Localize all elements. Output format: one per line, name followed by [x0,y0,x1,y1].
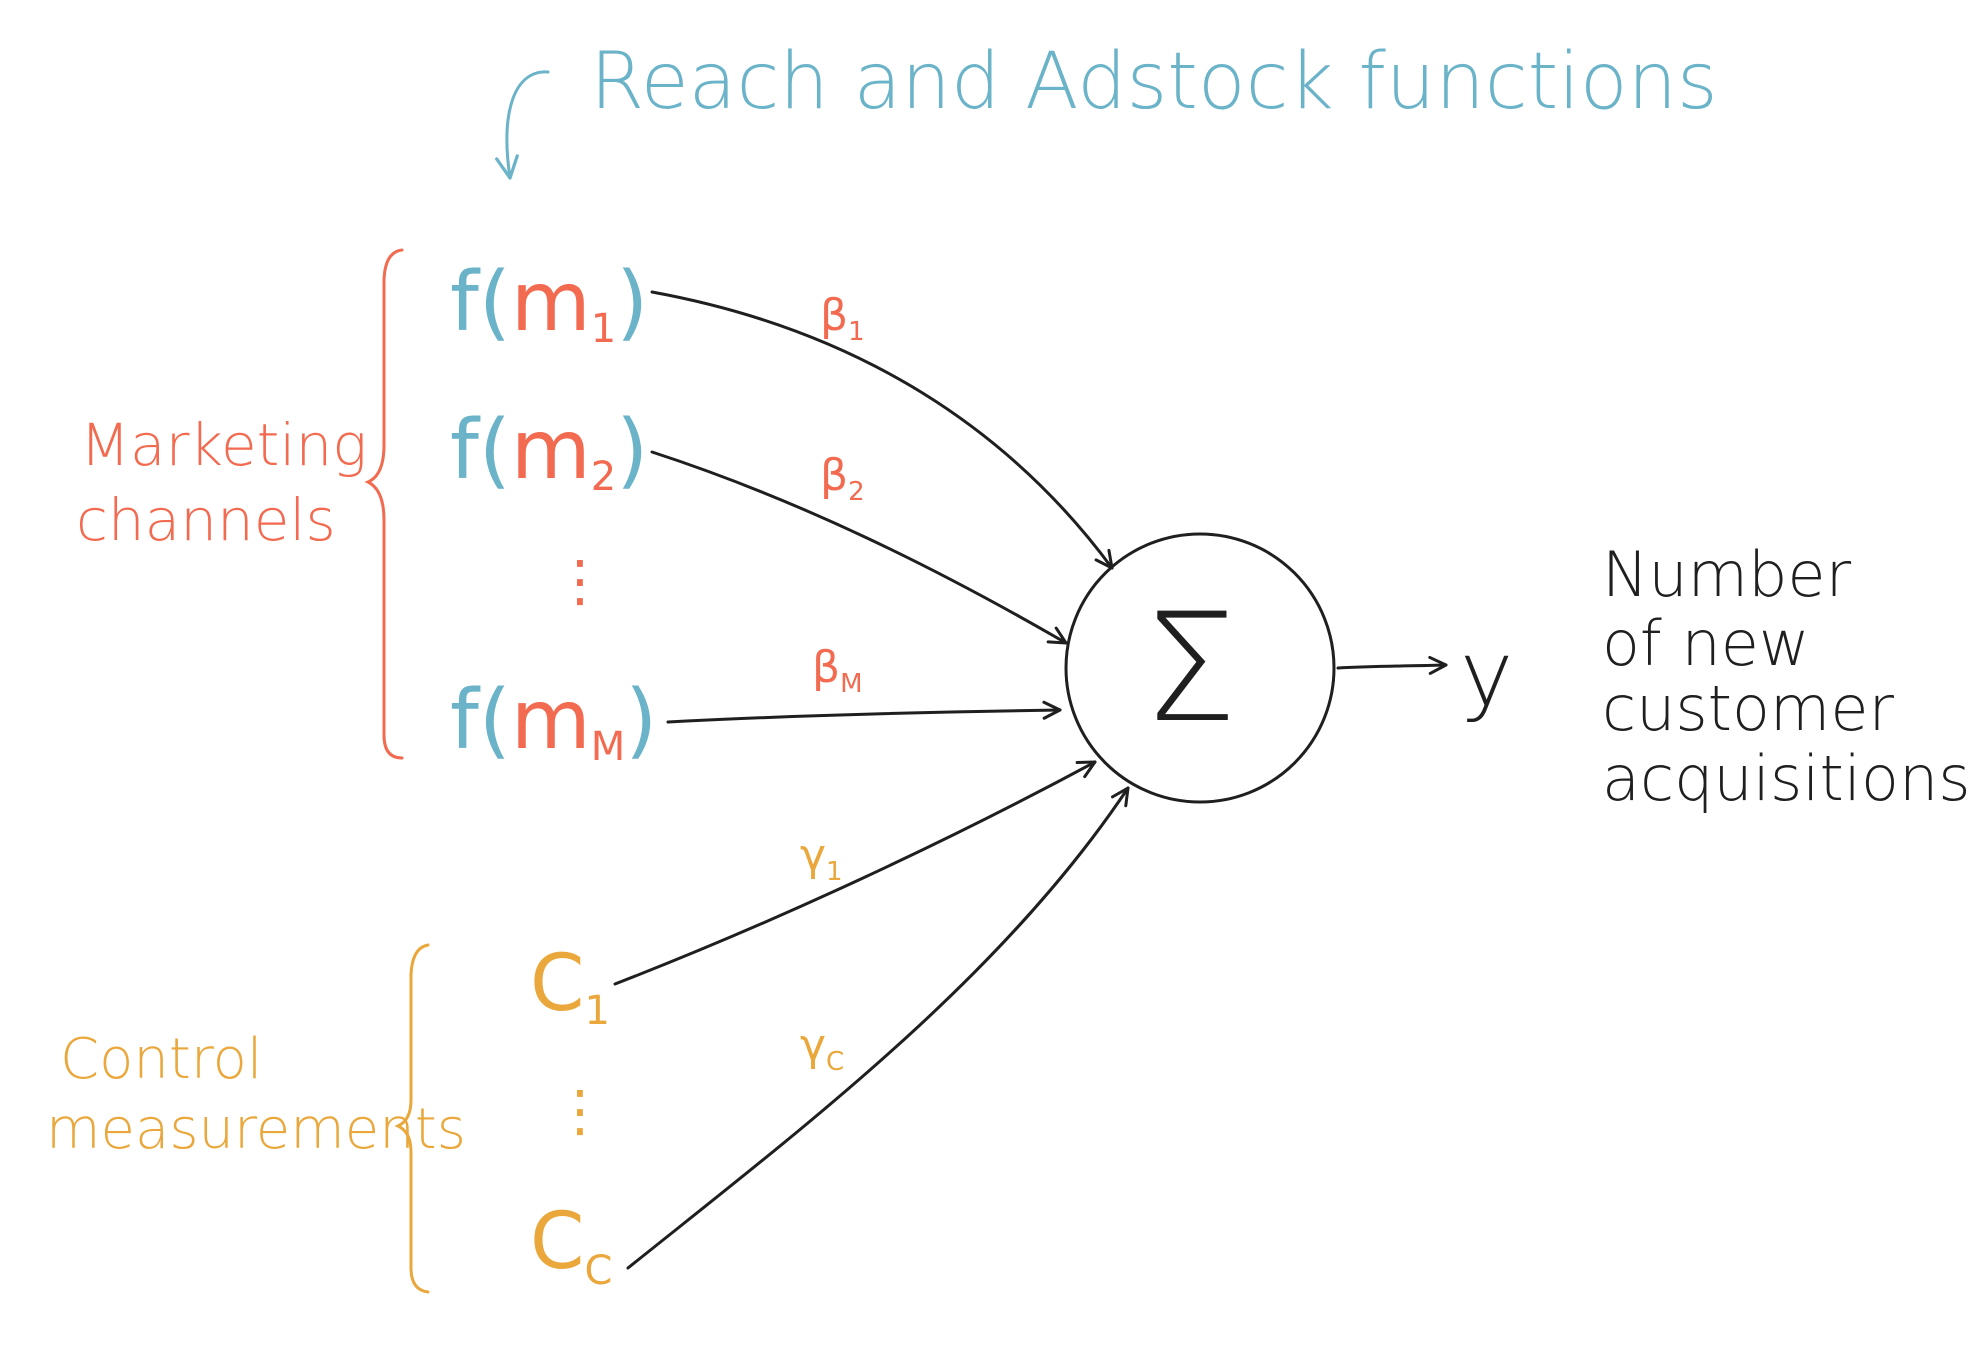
edge-media-1 [650,290,1114,570]
control-sub: C [584,1248,612,1294]
marketing-group-label: Marketing channels [76,411,386,554]
media-ellipsis: ⋮ [552,549,608,614]
function-f: f( [450,255,511,350]
control-input-1: C1 [530,939,610,1034]
control-var: C [530,1197,584,1287]
svg-text:f(m2): f(m2) [450,403,648,500]
media-sub: 2 [591,454,616,500]
output-line-4: acquisitions [1602,742,1971,815]
output-var: y [1460,622,1513,727]
header-arrow [495,70,550,180]
edge-media-m [666,700,1062,724]
control-var: C [530,939,584,1029]
beta-2-label: β2 [820,450,865,507]
edge-media-2 [650,450,1068,645]
svg-text:f(mM): f(mM) [450,673,657,770]
media-var: m [511,255,591,350]
gamma-c-label: γC [800,1020,844,1077]
output-line-1: Number [1602,538,1852,611]
beta-m-label: βM [812,642,863,699]
output-line-3: customer [1602,672,1894,745]
output-description: Number of new customer acquisitions [1602,538,1971,815]
control-input-c: CC [530,1197,612,1294]
media-sub: 1 [591,306,616,352]
media-input-1: f(m1) [450,255,648,352]
control-group-line1: Control [60,1027,262,1092]
svg-text:C1: C1 [530,939,610,1034]
marketing-group-line1: Marketing [80,411,367,479]
close-paren: ) [616,403,648,498]
control-brace [394,943,430,1294]
function-f: f( [450,403,511,498]
control-ellipsis: ⋮ [552,1079,608,1144]
marketing-brace [364,248,404,760]
beta-1-label: β1 [820,290,865,347]
svg-text:f(m1): f(m1) [450,255,648,352]
close-paren: ) [616,255,648,350]
media-input-m: f(mM) [450,673,657,770]
edge-output [1336,655,1448,675]
output-line-2: of new [1602,607,1810,680]
close-paren: ) [625,673,657,768]
sum-node [1064,532,1336,804]
media-sub: M [591,724,626,770]
media-var: m [511,403,591,498]
media-var: m [511,673,591,768]
header-label: Reach and Adstock functions [590,37,1718,127]
svg-text:CC: CC [530,1197,612,1294]
function-f: f( [450,673,511,768]
control-group-line2: measurements [46,1097,466,1162]
media-input-2: f(m2) [450,403,648,500]
edge-control-1 [613,760,1097,986]
marketing-group-line2: channels [76,486,336,554]
control-sub: 1 [584,988,609,1034]
edge-control-c [626,786,1130,1270]
sigma-symbol: Σ [1143,582,1238,756]
gamma-1-label: γ1 [800,830,843,887]
control-group-label: Control measurements [46,1027,466,1162]
